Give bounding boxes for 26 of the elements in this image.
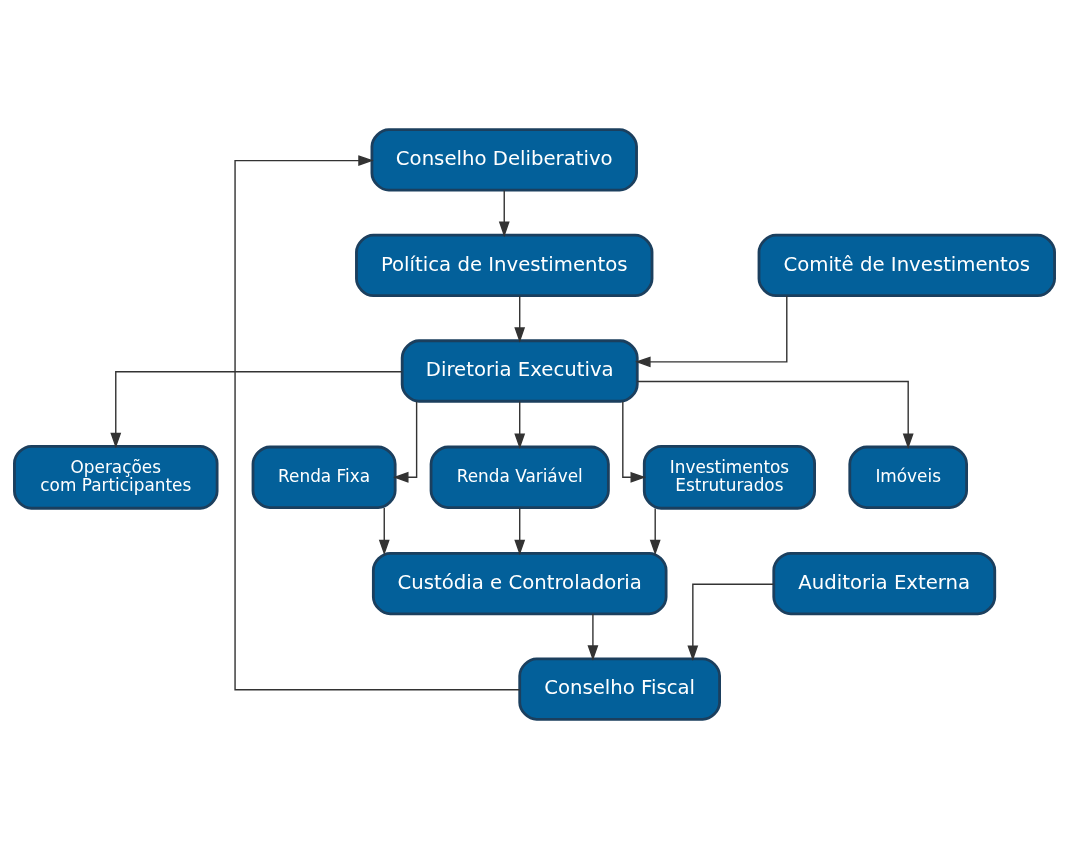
node-box: Comitê de Investimentos <box>757 233 1056 298</box>
node-box: Custódia e Controladoria <box>371 551 668 616</box>
node-box: Imóveis <box>848 445 968 509</box>
arrow <box>636 380 914 450</box>
arrow <box>393 401 418 483</box>
arrow <box>110 371 403 449</box>
node-box: Auditoria Externa <box>772 551 997 616</box>
node-box: Investimentos Estruturados <box>642 444 816 510</box>
arrow <box>622 401 647 483</box>
arrow <box>514 295 526 343</box>
arrow <box>514 507 526 556</box>
arrow <box>234 155 521 691</box>
arrow <box>378 507 390 556</box>
arrow <box>514 401 526 450</box>
node-box: Operações com Participantes <box>13 444 219 510</box>
arrow <box>687 583 775 661</box>
node-box: Política de Investimentos <box>355 233 654 298</box>
node-box: Diretoria Executiva <box>400 339 639 403</box>
node-box: Conselho Deliberativo <box>370 128 638 192</box>
node-box: Conselho Fiscal <box>518 657 721 721</box>
arrow <box>649 507 661 556</box>
arrow <box>635 295 788 368</box>
node-box: Renda Variável <box>429 445 610 509</box>
arrow <box>498 189 510 238</box>
node-box: Renda Fixa <box>251 445 397 509</box>
arrow <box>587 613 599 661</box>
